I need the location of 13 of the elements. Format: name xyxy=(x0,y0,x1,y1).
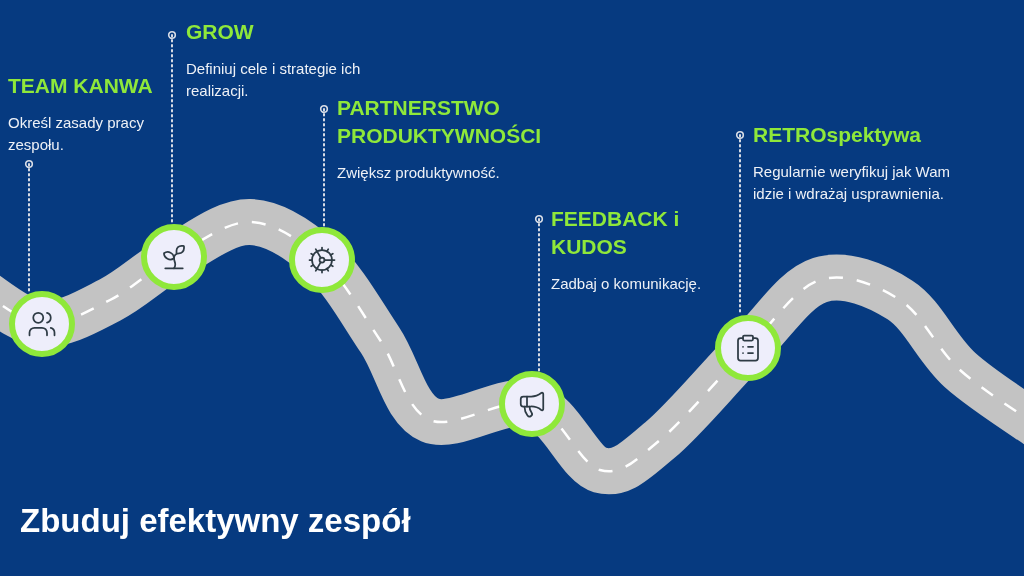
title: Zbuduj efektywny zespół xyxy=(20,501,411,541)
milestone-heading: FEEDBACK i KUDOS xyxy=(551,206,681,260)
milestone-description: Regularnie weryfikuj jak Wam idzie i wdrażaj usprawnienia. xyxy=(753,162,951,204)
leader-line xyxy=(167,30,177,225)
milestone-heading: TEAM KANWA xyxy=(8,73,154,99)
leader-line xyxy=(319,104,329,228)
milestone-heading: GROW xyxy=(186,19,255,45)
leader-line xyxy=(534,214,544,372)
milestone-description: Określ zasady pracy zespołu. xyxy=(8,113,145,155)
milestone-description: Zadbaj o komunikację. xyxy=(551,274,703,294)
milestone-description: Zwiększ produktywność. xyxy=(337,163,501,183)
milestone-heading: RETROspektywa xyxy=(753,122,923,148)
leader-line xyxy=(24,159,34,292)
